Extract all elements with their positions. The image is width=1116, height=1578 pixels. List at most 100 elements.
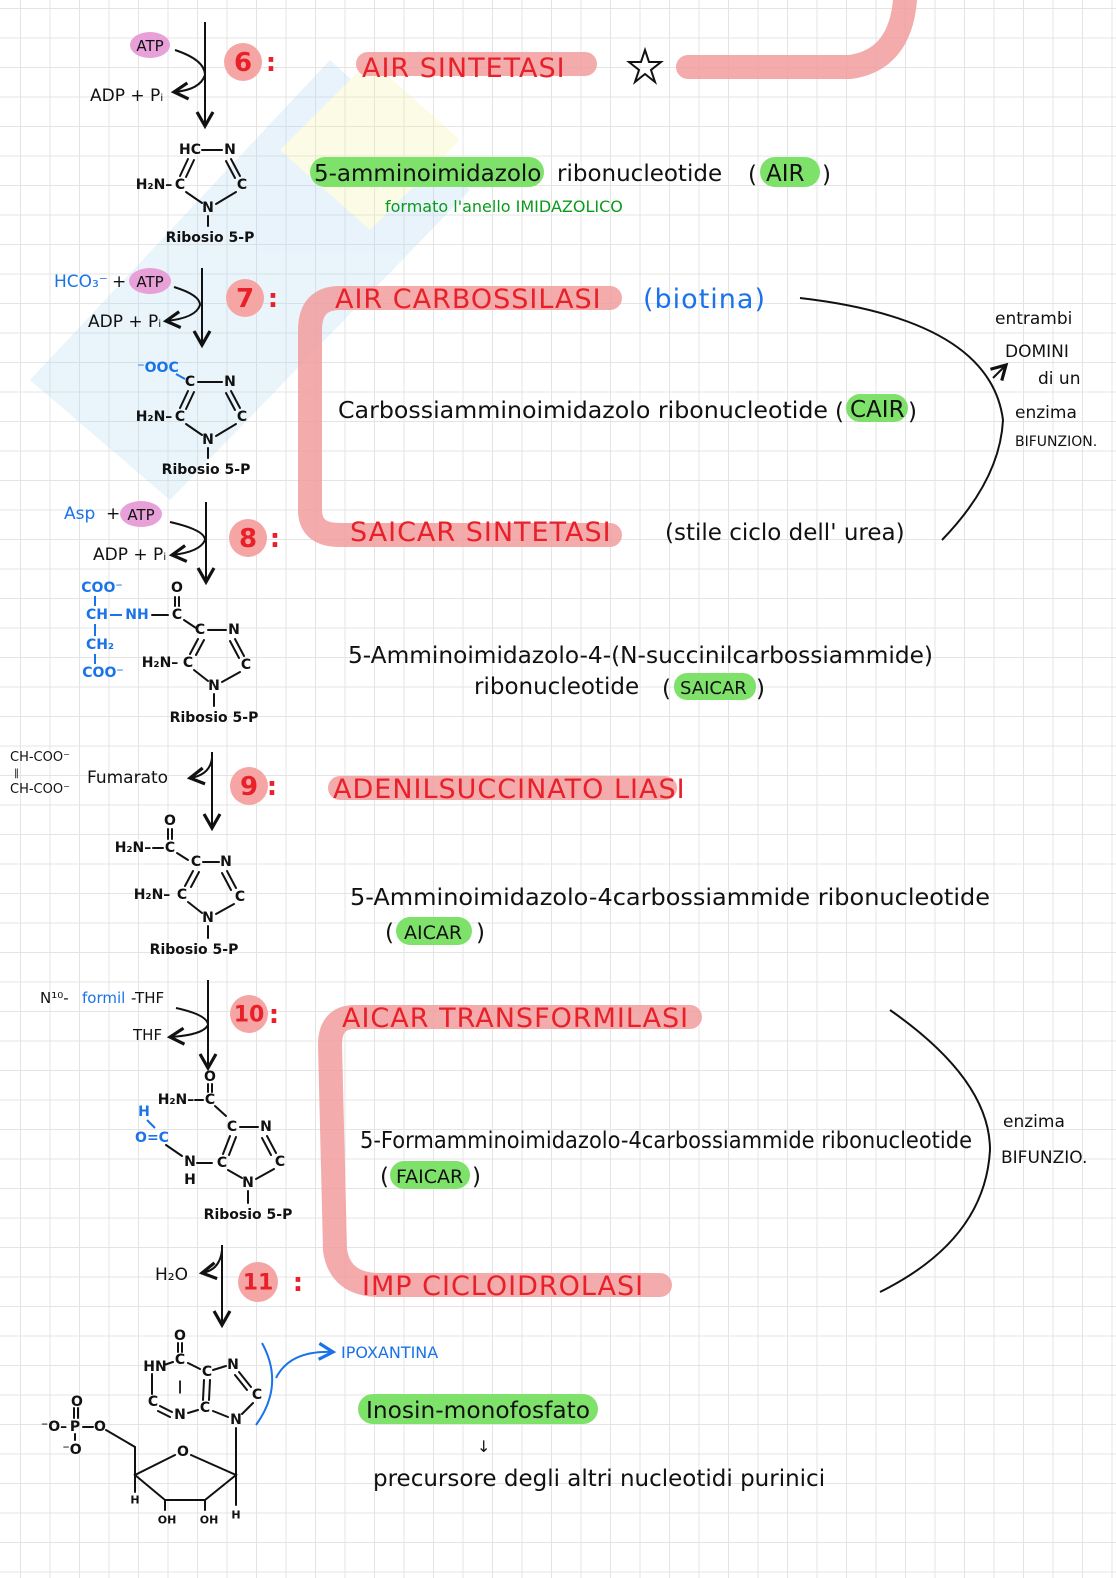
imp-product: Inosin-monofosfato ↓ precursore degli al…	[358, 1394, 825, 1492]
svg-text:I: I	[177, 1378, 182, 1399]
svg-text:O=C: O=C	[135, 1130, 169, 1146]
svg-text:H₂N–: H₂N–	[136, 409, 173, 425]
step-9-reagents: CH-COO⁻ ‖ CH-COO⁻ Fumarato	[10, 750, 222, 832]
svg-text:THF: THF	[132, 1026, 162, 1044]
enzyme-air-carbossilasi: AIR CARBOSSILASI	[335, 284, 602, 315]
svg-text:C: C	[237, 409, 247, 425]
svg-text:CAIR: CAIR	[850, 397, 905, 423]
svg-text:COO⁻: COO⁻	[82, 665, 123, 681]
svg-text:Ribosio 5-P: Ribosio 5-P	[204, 1207, 293, 1223]
svg-text:N: N	[184, 1154, 196, 1170]
bracket-highlight-10-11	[318, 1005, 702, 1297]
svg-text:5-Amminoimidazolo-4-(N-succini: 5-Amminoimidazolo-4-(N-succinilcarbossia…	[348, 643, 933, 669]
svg-text:⁻O: ⁻O	[62, 1442, 81, 1458]
cair-structure: ⁻OOC C N C N C H₂N– Ribosio 5-P	[136, 360, 251, 478]
imp-structure: O C HN C N C C N C N I O H OH OH H O P ⁻…	[41, 1328, 337, 1527]
svg-text:ribonucleotide: ribonucleotide	[474, 674, 639, 700]
svg-text:C: C	[235, 889, 245, 905]
svg-text:⁻O–: ⁻O–	[41, 1419, 67, 1435]
svg-text:C: C	[177, 887, 187, 903]
svg-text:C: C	[148, 1394, 158, 1410]
svg-text:SAICAR: SAICAR	[680, 678, 747, 699]
star-icon	[626, 46, 664, 85]
svg-text:N: N	[260, 1119, 272, 1135]
step-8-badge: 8:	[229, 519, 280, 557]
enzyme-aicar-transformilasi: AICAR TRANSFORMILASI	[342, 1003, 689, 1034]
step-11-reagents: H₂O	[155, 1245, 232, 1329]
enzyme-saicar-sintetasi: SAICAR SINTETASI	[350, 517, 612, 548]
svg-text:P: P	[70, 1419, 80, 1435]
enzyme-adenilsuccinato-liasi: ADENILSUCCINATO LIASI	[333, 774, 686, 805]
aicar-structure: O C H₂N– C N C N C H₂N– Ribosio 5-P	[115, 813, 245, 958]
step-11-badge: 11:	[238, 1262, 303, 1302]
svg-text:ADP + Pᵢ: ADP + Pᵢ	[90, 86, 163, 106]
svg-text:(: (	[662, 676, 671, 702]
svg-text::: :	[266, 48, 276, 78]
svg-text:H₂O: H₂O	[155, 1265, 188, 1285]
svg-text:enzima: enzima	[1015, 403, 1077, 423]
svg-text:O: O	[71, 1394, 83, 1410]
svg-text:H: H	[184, 1172, 196, 1188]
enzyme-imp-cicloidrolasi: IMP CICLOIDROLASI	[362, 1271, 644, 1302]
svg-text:N: N	[202, 200, 214, 216]
svg-text:): )	[822, 162, 831, 188]
svg-text:ATP: ATP	[136, 273, 163, 291]
svg-text:CH₂: CH₂	[86, 637, 114, 653]
svg-text:N: N	[224, 142, 236, 158]
air-structure: HC N C N C H₂N– Ribosio 5-P	[136, 142, 255, 246]
svg-text:Ribosio 5-P: Ribosio 5-P	[166, 230, 255, 246]
step-8-reagents: Asp + ATP ADP + Pᵢ	[64, 501, 216, 586]
saicar-product: 5-Amminoimidazolo-4-(N-succinilcarbossia…	[348, 643, 933, 702]
svg-text:C: C	[183, 655, 193, 671]
svg-text:O: O	[204, 1069, 216, 1085]
svg-text:8: 8	[239, 524, 257, 554]
svg-text:H₂N–: H₂N–	[115, 840, 152, 856]
svg-text:11: 11	[243, 1271, 274, 1296]
svg-text::: :	[269, 1000, 279, 1030]
svg-text:O: O	[94, 1419, 106, 1435]
faicar-product: 5-Formamminoimidazolo-4carbossiammide ri…	[360, 1128, 972, 1190]
svg-text:C: C	[227, 1119, 237, 1135]
svg-text:O: O	[177, 1444, 189, 1460]
svg-text:precursore degli altri nucleot: precursore degli altri nucleotidi purini…	[373, 1466, 825, 1492]
svg-text:Carbossiamminoimidazolo ribonu: Carbossiamminoimidazolo ribonucleotide	[338, 398, 828, 424]
svg-text:ribonucleotide: ribonucleotide	[557, 161, 722, 187]
svg-text:): )	[908, 399, 917, 425]
bracket-highlight-7-8	[298, 286, 622, 547]
svg-text:C: C	[175, 1352, 185, 1368]
svg-text:C: C	[175, 177, 185, 193]
svg-text:HN: HN	[143, 1359, 166, 1375]
svg-text:⁻OOC: ⁻OOC	[137, 360, 178, 376]
svg-text:FAICAR: FAICAR	[396, 1166, 463, 1188]
svg-text:H: H	[231, 1509, 240, 1522]
svg-text:OH: OH	[200, 1514, 219, 1527]
svg-text:5-Formamminoimidazolo-4carboss: 5-Formamminoimidazolo-4carbossiammide ri…	[360, 1128, 972, 1154]
svg-text:C: C	[172, 607, 182, 623]
svg-text:formato l'anello IMIDAZOLICO: formato l'anello IMIDAZOLICO	[385, 197, 623, 216]
svg-text:): )	[476, 920, 485, 946]
svg-text:(: (	[385, 920, 394, 946]
svg-text:H₂N–: H₂N–	[142, 655, 179, 671]
svg-text:Ribosio 5-P: Ribosio 5-P	[162, 462, 251, 478]
svg-text:N: N	[208, 678, 220, 694]
bifunctional-arc-pointer	[990, 362, 1009, 381]
svg-text:Ribosio 5-P: Ribosio 5-P	[170, 710, 259, 726]
svg-text:HC: HC	[179, 142, 201, 158]
svg-text:↓: ↓	[477, 1437, 490, 1456]
svg-text:H: H	[130, 1494, 139, 1507]
bifunctional-arc-2	[879, 1009, 992, 1293]
svg-text:(: (	[748, 162, 757, 188]
svg-text:9: 9	[240, 772, 258, 802]
svg-text:Inosin-monofosfato: Inosin-monofosfato	[366, 1398, 590, 1424]
svg-text:AIR: AIR	[766, 161, 805, 187]
svg-text:N: N	[227, 1357, 239, 1373]
svg-text:C: C	[191, 854, 201, 870]
svg-text:ADP + Pᵢ: ADP + Pᵢ	[93, 545, 166, 565]
svg-text:‖: ‖	[14, 768, 19, 779]
svg-text:N: N	[174, 1407, 186, 1423]
svg-text:H₂N–: H₂N–	[136, 177, 173, 193]
svg-text:entrambi: entrambi	[995, 309, 1072, 329]
svg-text:10: 10	[234, 1003, 265, 1028]
svg-text:N: N	[242, 1175, 254, 1191]
